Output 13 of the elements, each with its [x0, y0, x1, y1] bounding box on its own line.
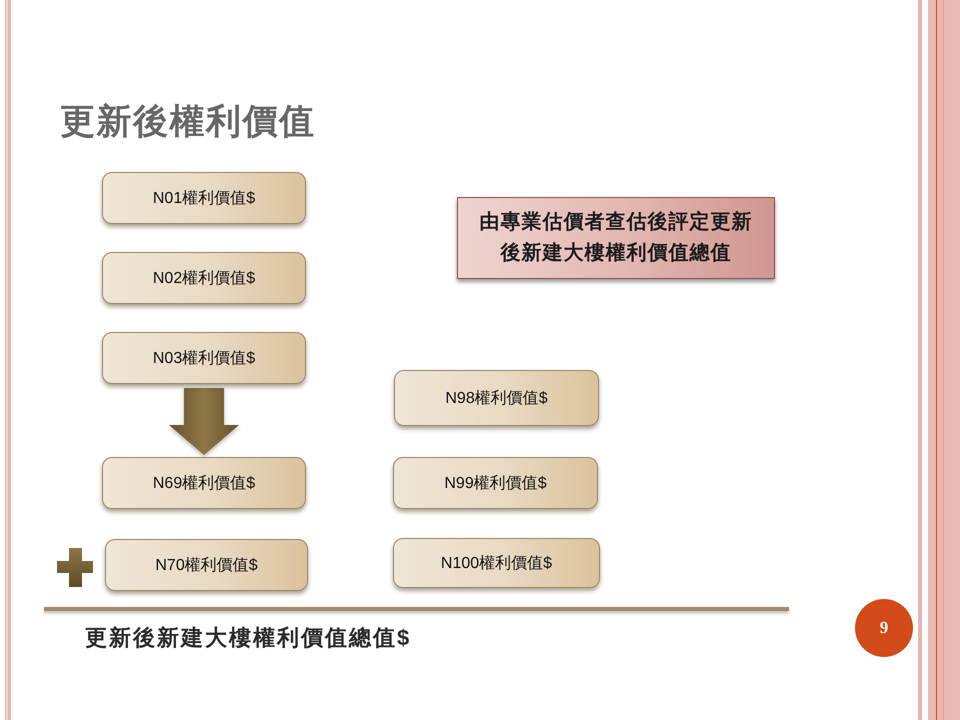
value-box: N99權利價值$ [393, 457, 598, 509]
value-box: N70權利價值$ [105, 539, 308, 591]
value-box: N03權利價值$ [102, 332, 306, 384]
value-box: N98權利價值$ [394, 370, 599, 426]
value-box: N02權利價值$ [102, 252, 306, 304]
value-box: N01權利價值$ [102, 172, 306, 224]
note-box: 由專業估價者查估後評定更新後新建大樓權利價值總值 [457, 197, 775, 279]
value-box: N100權利價值$ [393, 538, 600, 588]
page-number-badge: 9 [855, 599, 913, 657]
total-label: 更新後新建大樓權利價值總值$ [85, 624, 412, 652]
slide-title: 更新後權利價值 [60, 101, 316, 143]
value-box: N69權利價值$ [102, 457, 306, 509]
down-arrow [169, 388, 239, 455]
